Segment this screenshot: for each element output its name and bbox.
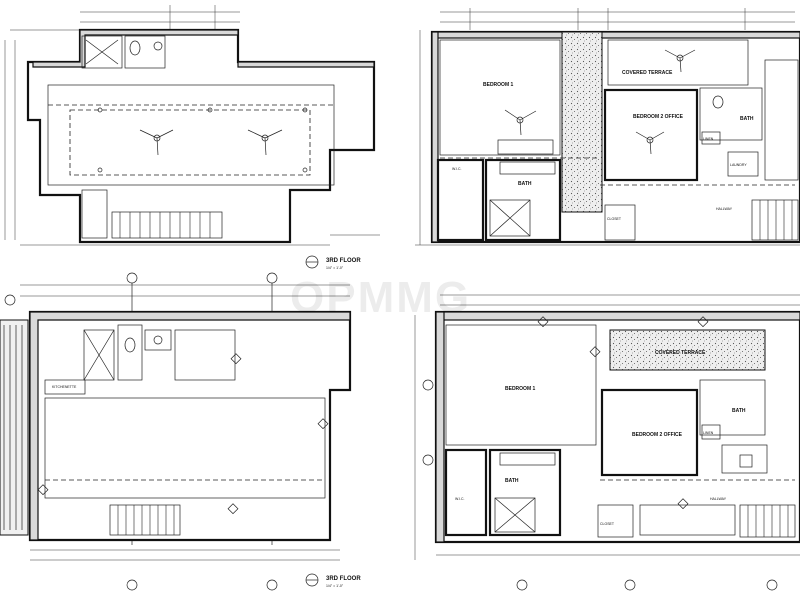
plan-title-block: 3RD FLOOR 1/4" = 1'-0" [305, 573, 361, 588]
ceiling-fan-icon [504, 109, 537, 136]
grid-bubble-icon [266, 579, 278, 591]
plan-title: 3RD FLOOR [326, 258, 361, 264]
watermark: OPMMG [290, 273, 471, 322]
stair-icon [751, 199, 799, 241]
room-label-bedroom-2: BEDROOM 2 OFFICE [633, 114, 684, 120]
room-label-bath-2: BATH [518, 181, 532, 187]
room-label-kitchenette: KITCHENETTE [52, 385, 77, 389]
stair-icon [109, 504, 181, 536]
room-label-closet: CLOSET [600, 522, 615, 526]
room-label-bath-2: BATH [505, 478, 519, 484]
room-label-linen: LINEN [703, 431, 714, 435]
stair-icon [111, 211, 223, 239]
room-label-wic: W.I.C. [455, 497, 465, 501]
room-label-bedroom-1: BEDROOM 1 [483, 82, 514, 88]
room-label-hallway: HALLWAY [710, 497, 727, 501]
grid-bubble-icon [624, 579, 636, 591]
plan-title: 3RD FLOOR [326, 576, 361, 582]
room-label-hallway: HALLWAY [716, 207, 733, 211]
ceiling-fan-icon [139, 129, 174, 156]
room-label-bath: BATH [740, 116, 754, 122]
room-label-closet: CLOSET [607, 217, 622, 221]
grid-bubble-icon [766, 579, 778, 591]
room-label-bath: BATH [732, 408, 746, 414]
grid-bubble-icon [4, 294, 16, 306]
plan-scale: 1/4" = 1'-0" [326, 584, 344, 588]
room-label-laundry: LAUNDRY [730, 163, 747, 167]
room-label-covered-terrace: COVERED TERRACE [655, 350, 706, 356]
ceiling-fan-icon [664, 49, 696, 73]
grid-bubble-icon [126, 579, 138, 591]
room-label-covered-terrace: COVERED TERRACE [622, 70, 673, 76]
plan-top-right: BEDROOM 1 COVERED TERRACE BEDROOM 2 OFFI… [415, 8, 800, 246]
plan-title-block: 3RD FLOOR 1/4" = 1'-0" [305, 255, 361, 270]
plan-top-left: 3RD FLOOR 1/4" = 1'-0" [4, 5, 380, 270]
plan-bottom-right: COVERED TERRACE BEDROOM 1 BEDROOM 2 OFFI… [414, 294, 800, 591]
room-label-wic: W.I.C. [452, 167, 462, 171]
room-label-bedroom-1: BEDROOM 1 [505, 386, 536, 392]
room-label-linen: LINEN [703, 137, 714, 141]
ceiling-fan-icon [635, 131, 665, 155]
ceiling-fan-icon [247, 129, 283, 156]
room-label-bedroom-2: BEDROOM 2 OFFICE [632, 432, 683, 438]
plan-bottom-left: KITCHENETTE 3RD FLOOR 1/4" = 1' [0, 272, 361, 591]
grid-bubble-icon [422, 379, 434, 391]
stair-icon [739, 504, 796, 538]
plan-scale: 1/4" = 1'-0" [326, 266, 344, 270]
grid-bubble-icon [516, 579, 528, 591]
grid-bubble-icon [422, 454, 434, 466]
